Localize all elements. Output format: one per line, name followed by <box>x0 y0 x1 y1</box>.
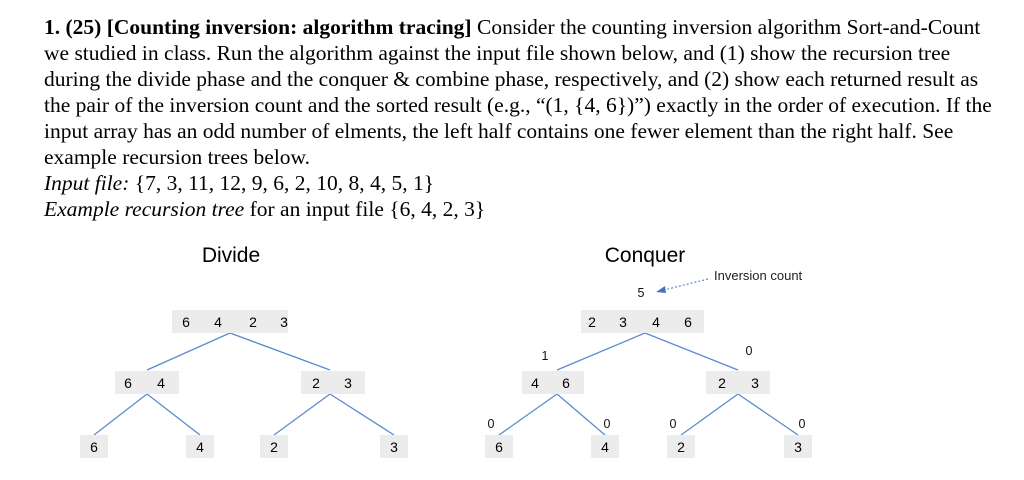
leaf-inversion-count: 0 <box>670 417 677 431</box>
inversion-count-callout: Inversion count <box>656 268 803 293</box>
node-value: 6 <box>562 375 570 391</box>
leaf-value: 4 <box>196 439 204 455</box>
conquer-title: Conquer <box>605 244 686 267</box>
divide-title: Divide <box>202 244 260 267</box>
leaf-inversion-count: 0 <box>604 417 611 431</box>
example-rest: for an input file {6, 4, 2, 3} <box>249 197 486 221</box>
example-label: Example recursion tree <box>44 197 245 221</box>
conquer-root-node: 2 3 4 6 <box>581 310 704 333</box>
input-label: Input file: <box>44 171 130 195</box>
leaf-value: 4 <box>601 439 609 455</box>
conquer-right-node: 2 3 <box>706 371 770 394</box>
leaf-box <box>260 435 288 458</box>
node-value: 6 <box>182 314 190 330</box>
divide-edge <box>273 393 331 436</box>
problem-title: [Counting inversion: algorithm tracing] <box>106 15 472 39</box>
conquer-tree: Conquer Inversion count 5 2 3 4 6 1 4 6 <box>485 244 812 458</box>
conquer-edge <box>498 393 558 436</box>
node-value: 4 <box>214 314 222 330</box>
node-box <box>301 371 365 394</box>
node-value: 3 <box>280 314 288 330</box>
leaf-value: 6 <box>90 439 98 455</box>
problem-statement: 1. (25) [Counting inversion: algorithm t… <box>44 14 994 222</box>
node-value: 2 <box>588 314 596 330</box>
divide-leaf-nodes: 6 4 2 3 <box>80 435 408 458</box>
node-value: 3 <box>344 375 352 391</box>
leaf-value: 3 <box>390 439 398 455</box>
input-line: Input file: {7, 3, 11, 12, 9, 6, 2, 10, … <box>44 170 994 196</box>
node-value: 2 <box>312 375 320 391</box>
divide-edge <box>229 332 331 371</box>
divide-edge <box>146 332 231 371</box>
problem-paragraph: 1. (25) [Counting inversion: algorithm t… <box>44 14 994 170</box>
leaf-box <box>667 435 695 458</box>
conquer-left-node: 4 6 <box>522 371 584 394</box>
node-value: 4 <box>531 375 539 391</box>
leaf-box <box>186 435 214 458</box>
node-box <box>172 310 288 333</box>
conquer-edge <box>737 393 799 436</box>
leaf-value: 6 <box>495 439 503 455</box>
node-value: 4 <box>157 375 165 391</box>
divide-root-node: 6 4 2 3 <box>172 310 288 333</box>
node-box <box>581 310 704 333</box>
node-value: 6 <box>684 314 692 330</box>
leaf-value: 2 <box>270 439 278 455</box>
divide-edges <box>93 332 395 436</box>
conquer-edges <box>498 332 799 436</box>
right-inversion-count: 0 <box>746 344 753 358</box>
conquer-edge <box>556 393 606 436</box>
node-value: 4 <box>652 314 660 330</box>
divide-right-node: 2 3 <box>301 371 365 394</box>
divide-edge <box>329 393 395 436</box>
root-inversion-count: 5 <box>638 286 645 300</box>
inversion-count-annotation: Inversion count <box>714 268 803 283</box>
conquer-edge <box>556 332 646 371</box>
node-value: 3 <box>751 375 759 391</box>
annotation-arrowhead <box>656 286 666 293</box>
node-value: 6 <box>124 375 132 391</box>
problem-body: Consider the counting inversion algorith… <box>44 15 992 169</box>
conquer-edge <box>644 332 739 371</box>
node-value: 2 <box>249 314 257 330</box>
node-box <box>522 371 584 394</box>
node-value: 2 <box>718 375 726 391</box>
example-line: Example recursion tree for an input file… <box>44 196 994 222</box>
leaf-value: 2 <box>677 439 685 455</box>
leaf-box <box>380 435 408 458</box>
divide-left-node: 6 4 <box>115 371 179 394</box>
node-value: 3 <box>619 314 627 330</box>
divide-edge <box>146 393 201 436</box>
leaf-box <box>591 435 619 458</box>
divide-edge <box>93 393 148 436</box>
leaf-inversion-count: 0 <box>799 417 806 431</box>
leaf-box <box>80 435 108 458</box>
conquer-leaf-nodes: 0 6 0 4 0 2 0 3 <box>485 417 812 458</box>
divide-tree: Divide 6 4 2 3 6 4 2 3 6 <box>80 244 408 458</box>
annotation-arrow-line <box>663 278 709 291</box>
input-value: {7, 3, 11, 12, 9, 6, 2, 10, 8, 4, 5, 1} <box>134 171 435 195</box>
leaf-inversion-count: 0 <box>488 417 495 431</box>
node-box <box>115 371 179 394</box>
problem-number: 1. (25) <box>44 15 102 39</box>
leaf-box <box>485 435 513 458</box>
leaf-box <box>784 435 812 458</box>
left-inversion-count: 1 <box>542 349 549 363</box>
leaf-value: 3 <box>794 439 802 455</box>
recursion-tree-figure: Divide 6 4 2 3 6 4 2 3 6 <box>80 244 812 458</box>
conquer-edge <box>680 393 739 436</box>
node-box <box>706 371 770 394</box>
